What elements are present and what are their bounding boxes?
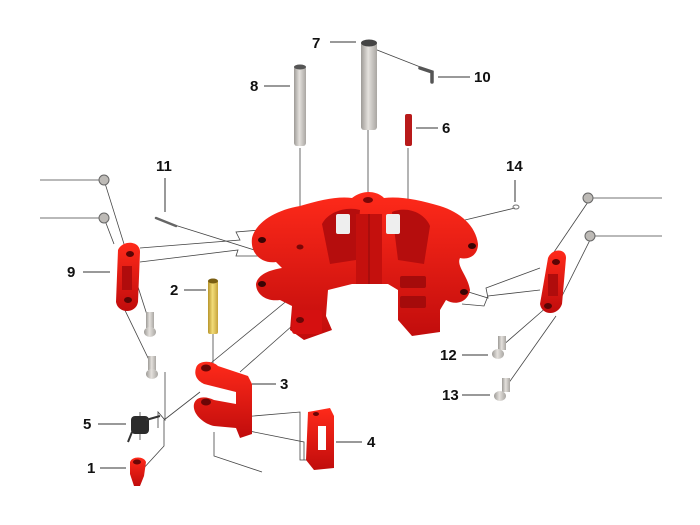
callout-3: 3 bbox=[280, 376, 289, 393]
callout-5: 5 bbox=[83, 416, 92, 433]
callout-1: 1 bbox=[87, 460, 96, 477]
latch-block-part bbox=[306, 408, 334, 470]
latch-lever-part bbox=[193, 361, 252, 438]
roll-pin-part bbox=[405, 114, 412, 146]
callout-leaders bbox=[83, 41, 516, 469]
callout-8: 8 bbox=[250, 78, 259, 95]
callout-14: 14 bbox=[506, 158, 523, 175]
link-bracket-left-part bbox=[116, 242, 140, 311]
callout-6: 6 bbox=[442, 120, 451, 137]
retainer-pin-part bbox=[418, 66, 434, 84]
callout-13: 13 bbox=[442, 387, 459, 404]
callout-10: 10 bbox=[474, 69, 491, 86]
main-hinge-pin-part bbox=[361, 39, 377, 130]
spring-part bbox=[127, 415, 161, 443]
grease-fitting-part bbox=[512, 204, 520, 210]
callout-12: 12 bbox=[440, 347, 457, 364]
latch-pin-part bbox=[294, 64, 306, 146]
castle-nuts bbox=[98, 174, 596, 242]
main-body-part bbox=[251, 192, 478, 340]
brass-pin-part bbox=[208, 278, 218, 334]
callout-9: 9 bbox=[67, 264, 76, 281]
latch-finger-part bbox=[130, 457, 146, 486]
link-bracket-right-part bbox=[540, 250, 566, 313]
callout-4: 4 bbox=[367, 434, 376, 451]
bolts bbox=[144, 312, 510, 401]
callout-7: 7 bbox=[312, 35, 321, 52]
callout-11: 11 bbox=[156, 158, 172, 175]
cotter-pin-part bbox=[154, 216, 178, 228]
callout-2: 2 bbox=[170, 282, 179, 299]
